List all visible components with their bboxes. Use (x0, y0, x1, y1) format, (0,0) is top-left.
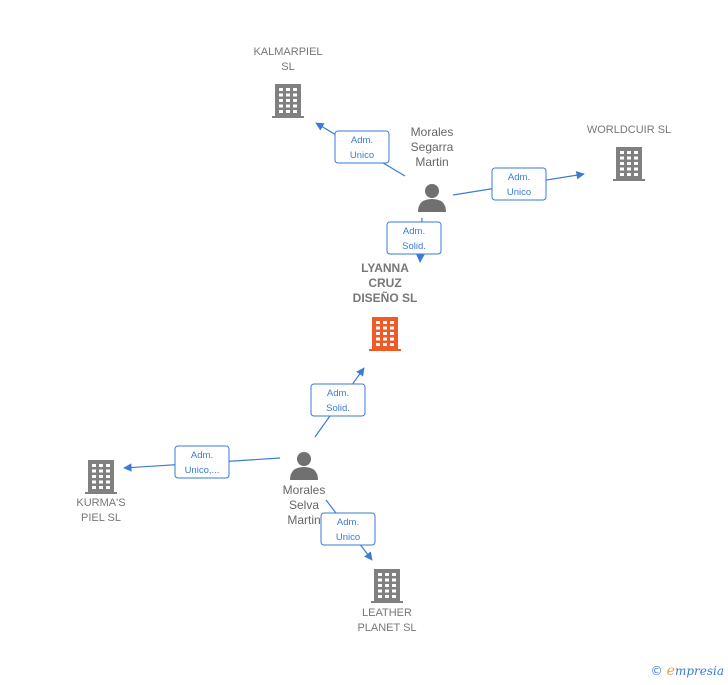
edge-label-text: Adm. (351, 135, 373, 146)
node-kalmarpiel[interactable]: KALMARPIEL SL (253, 46, 323, 118)
edge-label-box[interactable] (320, 512, 376, 546)
node-label: Morales (411, 125, 454, 139)
node-worldcuir[interactable]: WORLDCUIR SL (587, 124, 671, 181)
edge-label-text: Solid. (402, 241, 426, 252)
edge-label-text: Adm. (403, 226, 425, 237)
edge-label-text: Adm. (327, 388, 349, 399)
edge-label-text: Unico (350, 150, 374, 161)
node-label: LYANNA (361, 261, 409, 275)
node-label: PIEL SL (81, 512, 121, 524)
node-leather[interactable]: LEATHER PLANET SL (357, 569, 417, 634)
building-icon[interactable] (272, 84, 304, 118)
node-label: DISEÑO SL (353, 290, 418, 305)
building-icon[interactable] (371, 569, 403, 603)
edge-label-text: Unico,... (185, 465, 220, 476)
node-label: Segarra (411, 140, 454, 154)
edge-label-text: Unico (336, 532, 360, 543)
node-label: KURMA'S (76, 497, 125, 509)
edge-label-box[interactable] (491, 167, 547, 201)
edge-label-text: Unico (507, 187, 531, 198)
node-label: KALMARPIEL (253, 46, 322, 58)
edge-morales-segarra-to-kalmarpiel: Adm. Unico (315, 122, 406, 177)
node-kurmas[interactable]: KURMA'S PIEL SL (76, 460, 126, 524)
person-icon[interactable] (418, 184, 446, 212)
brand-name: mpresia (674, 664, 724, 678)
node-label: Selva (289, 498, 319, 512)
node-label: Martin (287, 513, 320, 527)
node-label: PLANET SL (357, 622, 416, 634)
edge-label-box[interactable] (386, 221, 442, 255)
node-label: LEATHER (362, 607, 412, 619)
edge-label-text: Solid. (326, 403, 350, 414)
node-label: WORLDCUIR SL (587, 124, 671, 136)
building-icon[interactable] (85, 460, 117, 494)
copyright-symbol: © (650, 664, 663, 678)
edge-label-box[interactable] (174, 445, 230, 479)
node-label: SL (281, 61, 294, 73)
node-label: Martin (415, 155, 448, 169)
main-company-building-icon[interactable] (369, 317, 401, 351)
person-icon[interactable] (290, 452, 318, 480)
edge-label-text: Adm. (191, 450, 213, 461)
edge-label-text: Adm. (337, 517, 359, 528)
node-label: Morales (283, 483, 326, 497)
node-label: CRUZ (368, 276, 401, 290)
edge-label-text: Adm. (508, 172, 530, 183)
edge-morales-selva-to-kurmas: Adm. Unico,... (123, 445, 281, 479)
edges-layer: Adm.UnicoAdm.UnicoAdm.Solid.Adm.Solid.Ad… (123, 122, 585, 561)
edge-morales-segarra-to-lyanna: Adm. Solid. (386, 217, 442, 263)
edge-morales-segarra-to-worldcuir: Adm. Unico (452, 167, 585, 201)
building-icon[interactable] (613, 147, 645, 181)
edge-morales-selva-to-leather: Adm. Unico (320, 499, 376, 561)
edge-label-box[interactable] (334, 130, 390, 164)
brand-initial: e (666, 663, 675, 679)
empresia-watermark: ©empresia (651, 663, 724, 679)
edge-morales-selva-to-lyanna: Adm. Solid. (310, 367, 366, 438)
edge-label-box[interactable] (310, 383, 366, 417)
